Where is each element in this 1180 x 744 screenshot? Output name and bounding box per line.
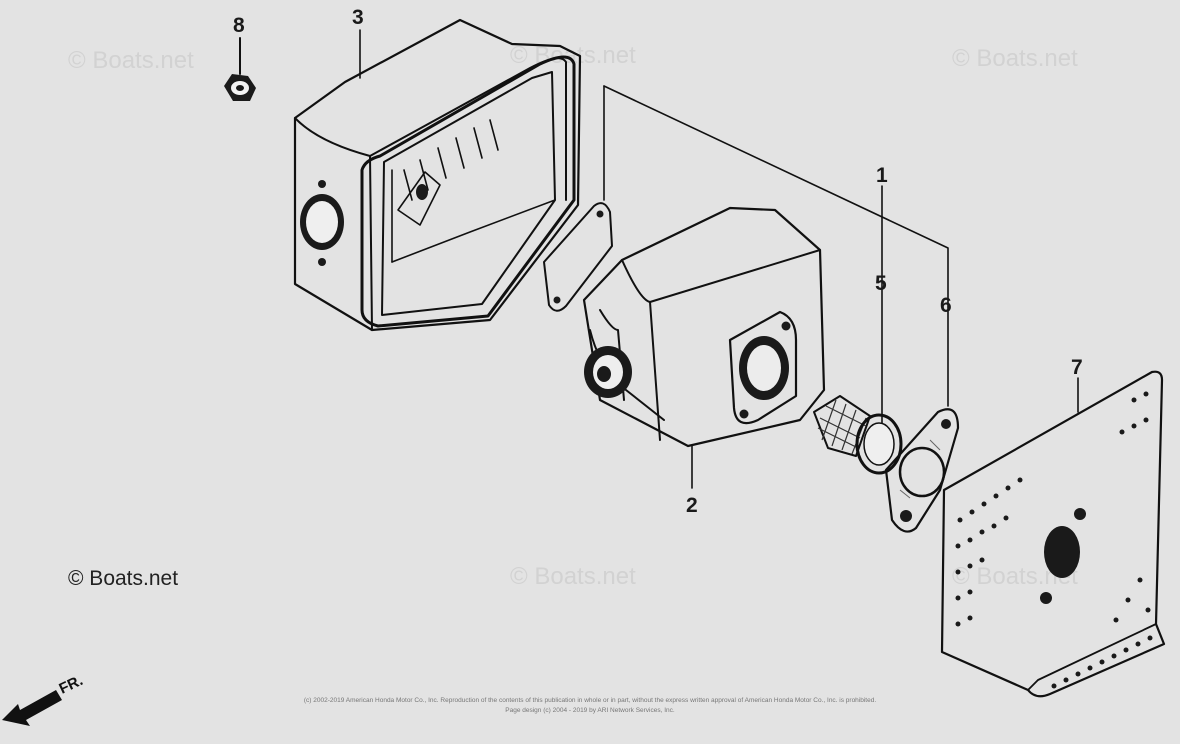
muffler-protector-part: [293, 18, 582, 332]
gasket-plate-part: [543, 202, 613, 312]
watermark-bottom-center: © Boats.net: [510, 563, 636, 590]
muffler-part: [582, 206, 826, 489]
watermark-top-right: © Boats.net: [952, 45, 1078, 72]
part-number-3: 3: [352, 6, 364, 29]
leader-lines: [603, 85, 949, 429]
part-number-1: 1: [876, 164, 888, 187]
copyright-line-1: (c) 2002-2019 American Honda Motor Co., …: [304, 697, 876, 704]
nut-part: [224, 37, 256, 101]
part-number-7: 7: [1071, 356, 1083, 379]
part-number-2: 2: [686, 494, 698, 517]
copyright-line-2: Page design (c) 2004 - 2019 by ARI Netwo…: [505, 707, 675, 714]
spark-arrester-part: [813, 395, 903, 475]
part-number-8: 8: [233, 14, 245, 37]
front-direction-label: FR.: [57, 672, 86, 698]
part-number-5: 5: [875, 272, 887, 295]
front-direction-arrow: FR.: [2, 672, 86, 726]
exhaust-gasket-part: [884, 408, 960, 533]
watermark-top-left: © Boats.net: [68, 47, 194, 74]
heat-shield-plate-part: [940, 370, 1166, 698]
part-number-6: 6: [940, 294, 952, 317]
boats-net-watermark: © Boats.net: [68, 567, 178, 590]
